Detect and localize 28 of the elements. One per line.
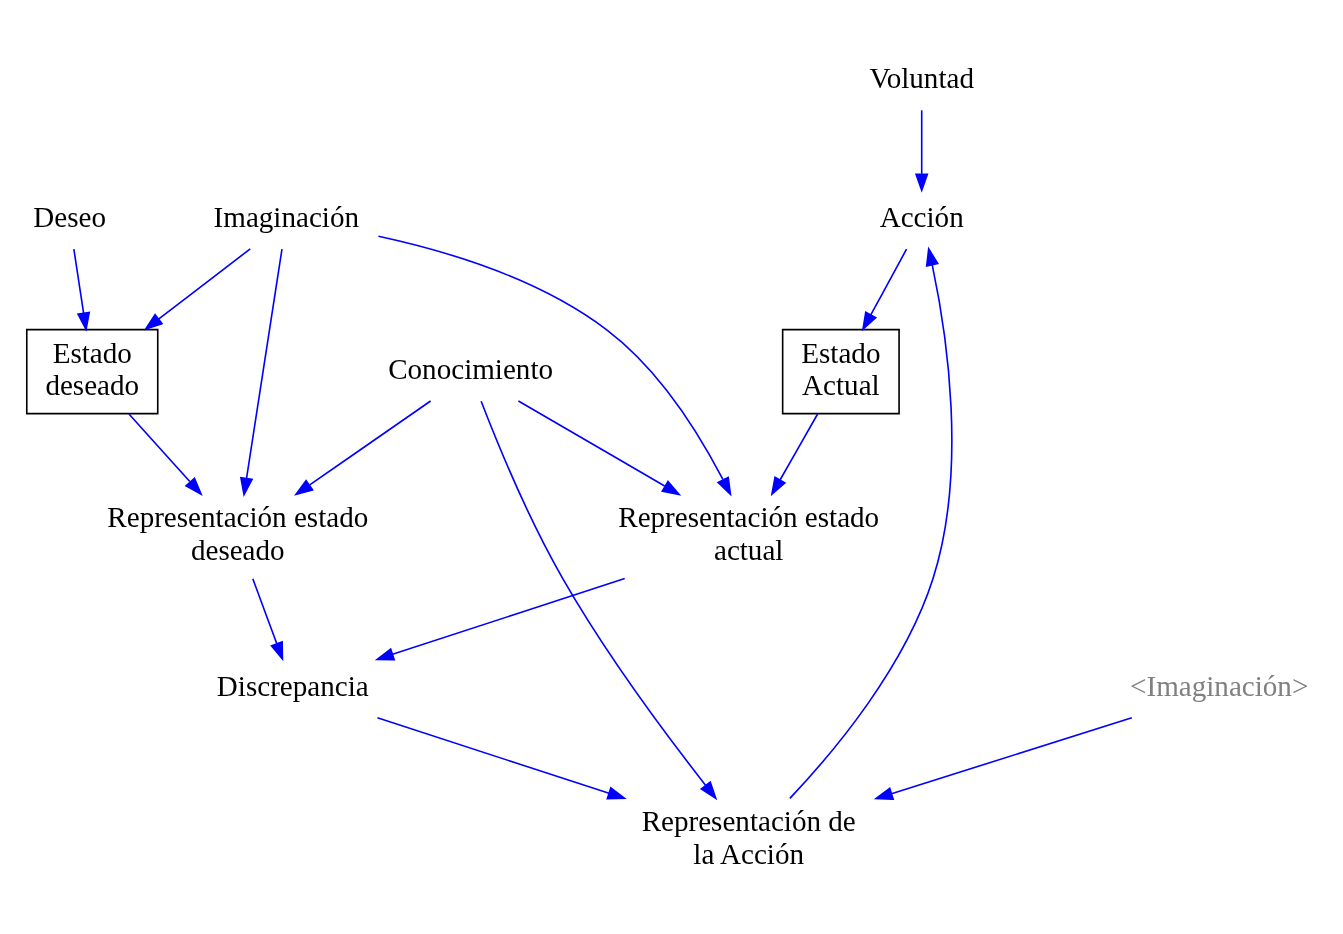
arrow xyxy=(377,235,732,497)
arrow xyxy=(128,413,203,496)
arrow xyxy=(294,400,432,496)
node-text: <Imaginación> xyxy=(1130,669,1309,702)
node-text: Imaginación xyxy=(213,200,359,233)
node-box: Estado deseado xyxy=(25,328,159,415)
node-text: Deseo xyxy=(33,200,106,233)
arrow xyxy=(239,248,283,497)
arrow xyxy=(252,578,284,662)
arrow xyxy=(143,248,252,331)
node-text: Conocimiento xyxy=(388,352,554,385)
arrow xyxy=(861,248,908,332)
node-text: Acción xyxy=(879,200,964,233)
arrow xyxy=(770,413,819,497)
arrow xyxy=(73,248,91,332)
node-text: Representación de la Acción xyxy=(641,805,856,870)
node-text: Discrepancia xyxy=(216,669,369,702)
arrow xyxy=(873,716,1133,800)
node-text: Representación estado deseado xyxy=(107,501,369,566)
node-text: Representación estado actual xyxy=(618,501,880,566)
node-box: Estado Actual xyxy=(781,328,900,415)
arrow xyxy=(789,246,953,800)
arrow xyxy=(914,109,929,193)
arrow xyxy=(517,400,682,496)
node-text: Voluntad xyxy=(869,61,974,94)
arrow xyxy=(480,400,718,801)
arrow xyxy=(374,577,626,661)
arrow xyxy=(376,716,627,800)
